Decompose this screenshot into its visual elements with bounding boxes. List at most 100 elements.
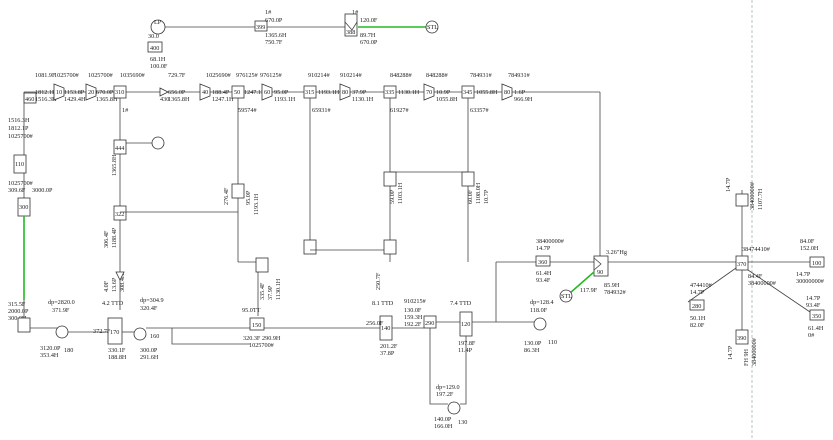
block-100[interactable] — [809, 256, 825, 268]
pump-160-value-1: 320.4F — [140, 305, 158, 312]
col2-value-5: 308.4H — [119, 273, 126, 292]
block-col5b[interactable] — [383, 239, 397, 255]
block-150[interactable] — [249, 317, 265, 331]
stage-20-label: 20 — [88, 89, 94, 96]
valve-430-label: 430 — [160, 96, 169, 103]
stage-80a-value-1: 37.9P — [352, 89, 367, 96]
block-360-label: 360 — [538, 259, 547, 266]
stage-10-value-2: 1429.4H — [64, 96, 86, 103]
heater-120-value-1: 197.8F — [458, 340, 476, 347]
pump-160-label: 160 — [150, 333, 159, 340]
heater-170-value-1: 372.7F — [93, 328, 111, 335]
turbine-stage-80a[interactable] — [339, 83, 351, 101]
block-322[interactable] — [113, 205, 127, 221]
stage-40-value-1: 188.4P — [212, 89, 230, 96]
valve-430-symbol[interactable] — [159, 87, 169, 97]
block-350-label: 350 — [812, 313, 821, 320]
block-290-value-2: 159.3H — [404, 314, 423, 321]
condenser-pressure: 14.7P — [536, 245, 551, 252]
turbine-stage-80b[interactable] — [501, 83, 513, 101]
block-right-top[interactable] — [735, 193, 749, 207]
block-350[interactable] — [809, 309, 825, 321]
block-400[interactable] — [147, 41, 163, 53]
col4-value-2: 37.9P — [267, 285, 274, 300]
top-group: LP 30.0 400 68.1H 100.0F 1# 399 670.0P 1… — [147, 9, 439, 70]
block-390[interactable] — [735, 329, 749, 345]
block-400-value-2: 100.0F — [150, 63, 168, 70]
col6-value-1: 60.0F — [467, 189, 474, 204]
heater-120-ttd: 7.4 TTD — [450, 300, 472, 307]
pump-180[interactable] — [55, 325, 69, 339]
block-388[interactable] — [344, 13, 358, 37]
circle-node-small[interactable] — [151, 136, 165, 150]
valve-symbol — [344, 21, 358, 31]
valve-430-value-1: 656.0P — [168, 89, 186, 96]
left-value-2: 1812.1P — [8, 125, 29, 132]
block-col5[interactable] — [303, 239, 317, 255]
pump-180-dp: dp=2820.0 — [48, 299, 75, 306]
stage-20-flow: 1025700# — [88, 72, 113, 79]
block-444[interactable] — [113, 139, 127, 155]
right-side: 370 14.7P 38400000# 1107.7H 38474410# 84… — [687, 177, 825, 366]
left-value-4: 1025700# — [8, 180, 33, 187]
block-110[interactable] — [13, 154, 27, 174]
pump-130-value-1: 197.2F — [436, 391, 454, 398]
pump-110-dp: dp=128.4 — [530, 299, 554, 306]
heater-170-label: 170 — [110, 329, 119, 336]
stage-40-flow: 1025690# — [206, 72, 231, 79]
pump-160[interactable] — [133, 327, 147, 341]
stage-80a-flow: 910214# — [340, 72, 362, 79]
turbine-stage-20[interactable] — [85, 83, 97, 101]
stage-40-label: 40 — [202, 89, 208, 96]
pump-110[interactable] — [533, 317, 547, 331]
block-399[interactable] — [254, 20, 268, 32]
col3-value-2: 95.0P — [245, 190, 252, 205]
block-335-label: 335 — [385, 89, 394, 96]
node-335-flow: 848288# — [390, 72, 412, 79]
heater-170[interactable] — [107, 317, 123, 345]
turbine-stage-70[interactable] — [423, 83, 435, 101]
turbine-stage-10[interactable] — [53, 83, 65, 101]
block-360[interactable] — [535, 255, 551, 267]
lp-value: 30.0 — [148, 33, 159, 40]
stage-80b-flow: 784931# — [508, 72, 530, 79]
hash-label-1: 1# — [122, 107, 128, 114]
block-col4[interactable] — [255, 257, 269, 273]
block-50-value: 1247.1H — [244, 89, 266, 96]
block-col5c[interactable] — [383, 171, 397, 187]
right-r-value-2: 93.4F — [806, 302, 821, 309]
stage-70-value-1: 10.9P — [436, 89, 451, 96]
flow-910215: 910215# — [404, 298, 426, 305]
turbine-stage-40[interactable] — [199, 83, 211, 101]
block-335-value: 1130.1H — [398, 89, 420, 96]
pump-110-label: 110 — [548, 339, 557, 346]
pump-180-value-3: 353.4H — [40, 352, 59, 359]
block-400-label: 400 — [150, 45, 159, 52]
pump-130[interactable] — [447, 401, 461, 415]
valve-col2[interactable] — [115, 271, 125, 281]
stage-60-flow: 976125# — [260, 72, 282, 79]
block-280[interactable] — [689, 299, 705, 311]
right-out2-value-1: 14.7P — [796, 271, 811, 278]
condenser-value-4: 784932# — [604, 289, 626, 296]
right-in2-value-1: 50.1H — [690, 315, 706, 322]
stage-80b-label: 80 — [504, 89, 510, 96]
turbine-stage-60[interactable] — [261, 83, 273, 101]
block-col3[interactable] — [231, 183, 245, 199]
right-in2-value-2: 82.0F — [690, 322, 705, 329]
left-value-5: 309.6F — [8, 187, 26, 194]
block-150-value-1: 320.3F — [243, 335, 261, 342]
branch-to-pump-130 — [429, 328, 448, 405]
extraction-1: 59574# — [238, 107, 257, 114]
heater-140-value-3: 37.8P — [380, 350, 395, 357]
stl-node-bottom[interactable] — [559, 289, 573, 303]
top-label-2: 1# — [352, 9, 358, 16]
stl-node-top[interactable] — [425, 20, 439, 34]
pump-180-value-1: 371.9F — [52, 307, 70, 314]
block-460-label: 460 — [25, 96, 34, 103]
block-col6[interactable] — [461, 171, 475, 187]
condenser-coil — [593, 257, 602, 271]
heater-120-label: 120 — [461, 321, 470, 328]
block-boiler-feed[interactable] — [17, 317, 31, 333]
